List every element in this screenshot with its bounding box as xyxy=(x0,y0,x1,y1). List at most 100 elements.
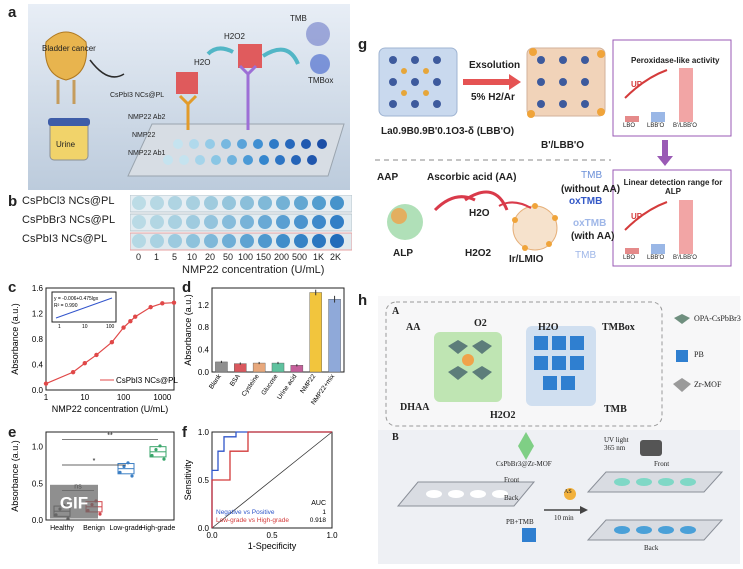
significance-label: ** xyxy=(107,432,113,439)
g-oxtmb-mid: oxTMB xyxy=(573,218,607,229)
y-tick-label: 1.2 xyxy=(198,301,210,310)
bar xyxy=(234,363,247,373)
data-point xyxy=(160,301,165,306)
h-back2: Back xyxy=(644,544,659,552)
bar xyxy=(328,299,341,373)
g-aa: Ascorbic acid (AA) xyxy=(427,172,517,183)
data-point xyxy=(109,339,115,345)
g-up-top: UP xyxy=(631,80,643,89)
g-bar-lbbo-2: LBB'O xyxy=(647,255,665,261)
x-axis-label: 1-Specificity xyxy=(248,541,297,551)
h-back: Back xyxy=(504,494,519,502)
g-with: (with AA) xyxy=(571,231,615,242)
panel-label-h: h xyxy=(358,292,368,309)
b-xlabel: NMP22 concentration (U/mL) xyxy=(182,264,325,276)
y-tick-label: 1.2 xyxy=(32,310,44,319)
well-plate-wells xyxy=(163,139,327,165)
g-h2o: H2O xyxy=(469,208,490,219)
g-without: (without AA) xyxy=(561,184,621,195)
g-alp: ALP xyxy=(393,248,413,259)
panel-g-schematic: Exsolution 5% H2/Ar La0.9B0.9B'0.1O3-δ (… xyxy=(375,30,737,280)
g-linear: Linear detection range for ALP xyxy=(623,178,723,196)
data-point xyxy=(94,352,99,358)
h-aa: AA xyxy=(406,322,421,333)
plot-frame xyxy=(45,431,175,521)
h-tmbox: TMBox xyxy=(602,322,635,333)
h-legend-pb: PB xyxy=(694,350,704,359)
x-tick-label: 0.0 xyxy=(206,531,218,540)
label-nc: CsPbI3 NCs@PL xyxy=(110,92,165,99)
data-point xyxy=(126,461,130,465)
data-point xyxy=(162,457,166,461)
label-bladder-cancer: Bladder cancer xyxy=(42,44,96,53)
label-urine: Urine xyxy=(56,140,76,149)
y-tick-label: 1.0 xyxy=(32,443,44,452)
g-tmb-top: TMB xyxy=(581,170,603,181)
g-bar-lbbo: LBB'O xyxy=(647,123,665,129)
y-tick-label: 0.8 xyxy=(32,335,44,344)
x-tick-label: 1.0 xyxy=(326,531,338,540)
b-tick: 0 xyxy=(136,252,142,262)
b-tick: 1 xyxy=(154,252,160,262)
x-axis-label: NMP22 concentration (U/mL) xyxy=(52,404,169,414)
y-axis-label: Absorbance (a.u.) xyxy=(10,440,20,512)
x-tick-label: High-grade xyxy=(141,525,176,532)
y-tick-label: 0.5 xyxy=(198,476,210,485)
label-ab2: NMP22 Ab2 xyxy=(128,114,166,121)
y-tick-label: 0.0 xyxy=(32,516,44,525)
h-front: Front xyxy=(504,476,520,484)
data-point xyxy=(82,361,87,366)
panel-a-schematic: Bladder cancer Urine CsPbI3 NCs@PL NMP22… xyxy=(28,4,350,190)
label-tmb: TMB xyxy=(290,14,307,23)
label-ab1: NMP22 Ab1 xyxy=(128,150,166,157)
x-tick-label: 10 xyxy=(80,393,89,402)
g-gas: 5% H2/Ar xyxy=(471,92,515,103)
g-blbb: B'/LBB'O xyxy=(541,140,585,151)
bar xyxy=(271,362,285,373)
inset-tick: 1 xyxy=(58,324,61,330)
g-oxtmb-top: oxTMB xyxy=(569,196,603,207)
h-as: AS xyxy=(564,489,572,495)
data-point xyxy=(150,453,154,458)
bar xyxy=(309,292,322,373)
x-tick-label: Healthy xyxy=(50,525,74,532)
row-label-cl: CsPbCl3 NCs@PL xyxy=(22,195,115,207)
g-bar-blbbo-2: B'/LBB'O xyxy=(673,255,697,261)
gif-watermark: GIF xyxy=(60,493,88,512)
data-point xyxy=(148,304,153,310)
panel-label-c: c xyxy=(8,279,17,296)
y-axis-label: Sensitivity xyxy=(183,459,193,500)
x-tick-label: 100 xyxy=(117,393,131,402)
g-exsolution: Exsolution xyxy=(469,60,521,71)
roc-curve xyxy=(211,431,332,528)
panel-label-d: d xyxy=(182,279,192,296)
x-tick-label: Blank xyxy=(208,373,223,391)
legend-label: Low-grade vs High-grade xyxy=(216,517,289,524)
auc-value: 1 xyxy=(322,509,326,516)
b-tick: 10 xyxy=(187,252,198,262)
y-tick-label: 0.4 xyxy=(32,361,44,370)
x-tick-label: NMP22 xyxy=(299,373,317,395)
row-label-i: CsPbI3 NCs@PL xyxy=(22,233,108,245)
b-tick-row: 0 1 5 10 20 50 100 150 200 500 1K 2K xyxy=(130,252,352,264)
roc-curve xyxy=(211,431,332,528)
b-tick: 200 xyxy=(274,252,290,262)
y-tick-label: 1.6 xyxy=(32,284,44,293)
inset-equation: y = -0.006+0.475lgx xyxy=(54,296,99,302)
h-legend-opa: OPA-CsPbBr3 xyxy=(694,314,741,323)
x-tick-label: 1000 xyxy=(153,393,171,402)
b-tick: 500 xyxy=(292,252,308,262)
g-h2o2: H2O2 xyxy=(465,248,492,259)
g-bar-lbo-2: LBO xyxy=(623,255,636,261)
panel-label-e: e xyxy=(8,424,17,441)
bar xyxy=(252,362,266,373)
plot-frame xyxy=(45,287,175,391)
x-tick-label: 0.5 xyxy=(266,531,278,540)
y-tick-label: 0.5 xyxy=(32,479,44,488)
x-tick-label: Low-grade xyxy=(109,525,142,532)
g-bar-lbo: LBO xyxy=(623,123,636,129)
data-point xyxy=(128,318,133,324)
